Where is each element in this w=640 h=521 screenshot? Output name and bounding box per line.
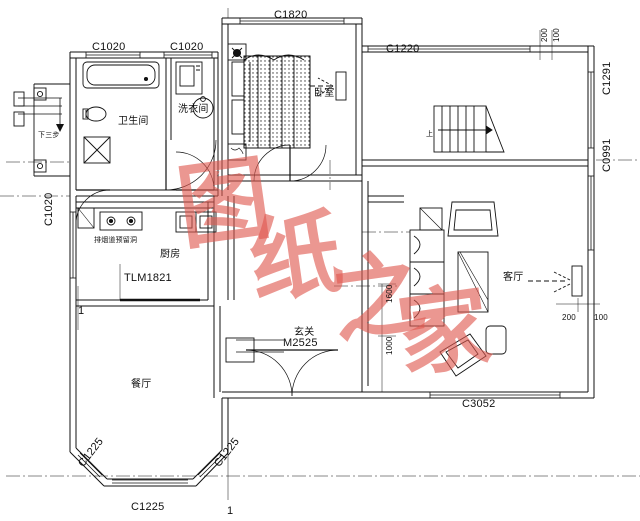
dim-1600: 1600 [385, 284, 394, 303]
dining: 餐厅 [131, 379, 152, 390]
bathroom: 卫生间 [118, 116, 149, 127]
w-c1820: C1820 [274, 9, 308, 21]
living: 客厅 [503, 272, 524, 283]
w-c1225-b: C1225 [131, 501, 165, 513]
w-c3052: C3052 [462, 398, 496, 410]
axis-1-left: 1 [78, 305, 85, 317]
w-c0991: C0991 [601, 138, 613, 172]
dim-1000: 1000 [385, 336, 394, 355]
tlm1821: TLM1821 [124, 272, 172, 284]
w-c1020-c: C1020 [43, 192, 55, 226]
dim-100-top: 100 [552, 28, 561, 42]
stair-down: 下三步 [38, 131, 60, 139]
w-c1020-b: C1020 [170, 41, 204, 53]
m2525: M2525 [283, 337, 318, 349]
dim-100-right: 100 [594, 313, 608, 322]
laundry: 洗衣间 [178, 104, 209, 115]
w-c1220: C1220 [386, 43, 420, 55]
dim-200-right: 200 [562, 313, 576, 322]
axis-1-bottom: 1 [227, 505, 234, 517]
w-c1291: C1291 [601, 61, 613, 95]
foyer: 玄关 [294, 327, 315, 338]
stair-up: 上 [426, 130, 434, 138]
dim-200-100-top: 200 [540, 28, 549, 42]
exhaust-duct: 排烟道预留洞 [94, 236, 138, 244]
kitchen: 厨房 [160, 249, 181, 260]
bedroom: 卧室 [314, 88, 335, 99]
w-c1020-a: C1020 [92, 41, 126, 53]
